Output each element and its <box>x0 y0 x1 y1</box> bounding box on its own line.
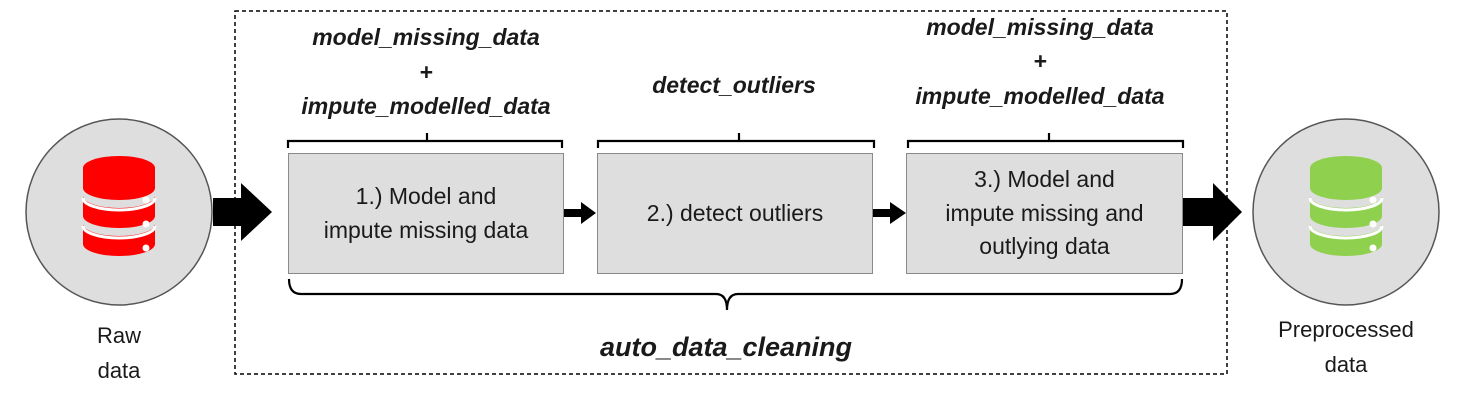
step-3-func-plus: + <box>1033 48 1047 74</box>
auto-data-cleaning-container <box>234 10 1228 375</box>
step2-to-step3-arrow <box>873 202 906 224</box>
step-3-text: 3.) Model and impute missing and outlyin… <box>945 165 1144 260</box>
step1-brace <box>286 133 564 148</box>
preprocessed-data-label-line2: data <box>1324 352 1368 377</box>
raw-data-label-line2: data <box>97 358 141 383</box>
input-arrow <box>213 183 272 241</box>
raw-data-label-line1: Raw <box>96 323 141 348</box>
auto-data-cleaning-label: auto_data_cleaning <box>599 332 853 362</box>
preprocessed-data-label-line1: Preprocessed <box>1278 317 1414 342</box>
step-1-func-plus: + <box>419 59 433 85</box>
database-icon <box>1308 156 1384 256</box>
step-2-box: 2.) detect outliers <box>597 153 873 274</box>
step-3-box: 3.) Model and impute missing and outlyin… <box>906 153 1183 274</box>
step-1-func-line2: impute_modelled_data <box>301 93 551 119</box>
step1-to-step2-arrow <box>564 202 596 224</box>
step-1-func-line1: model_missing_data <box>312 24 540 50</box>
step2-brace <box>596 133 876 148</box>
step-1-box: 1.) Model and impute missing data <box>288 153 564 274</box>
database-icon <box>81 156 157 256</box>
step-2-func-line1: detect_outliers <box>652 72 816 98</box>
step3-brace <box>906 133 1185 148</box>
step-1-text: 1.) Model and impute missing data <box>323 182 529 243</box>
step-3-func-line1: model_missing_data <box>926 14 1154 40</box>
step-2-text: 2.) detect outliers <box>646 199 824 226</box>
auto-data-cleaning-brace <box>287 278 1184 311</box>
step-3-func-line2: impute_modelled_data <box>915 83 1165 109</box>
output-arrow <box>1183 183 1242 241</box>
